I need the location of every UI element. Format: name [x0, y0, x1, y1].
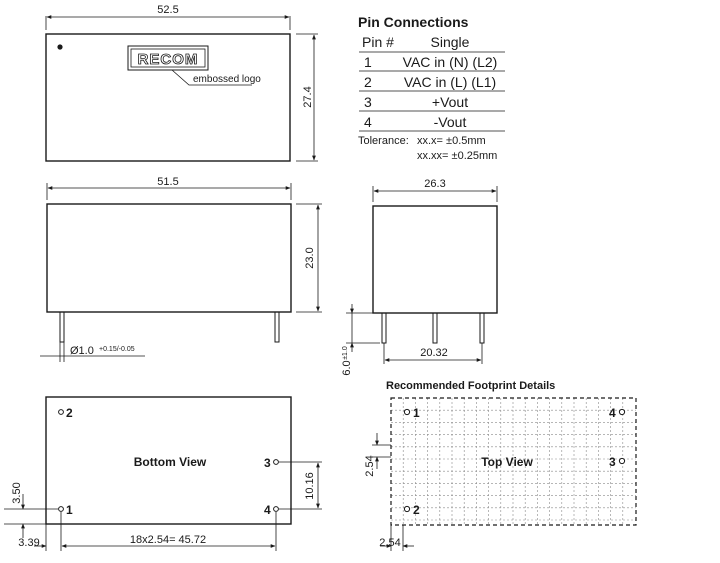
pin-table-row-3-pin: 3 [364, 94, 372, 110]
tolerance-label: Tolerance: [358, 135, 409, 147]
pin1-marker-dot [57, 44, 63, 50]
bottom-pin-span-label: 18x2.54= 45.72 [130, 534, 206, 546]
bottom-view-label: Bottom View [134, 455, 207, 469]
footprint-view-label: Top View [481, 455, 533, 469]
bottom-pin-2-label: 2 [66, 406, 73, 420]
front-case-outline [46, 203, 292, 313]
side-width-label: 26.3 [424, 178, 445, 190]
bottom-pin-1-label: 1 [66, 503, 73, 517]
footprint-pin-1-label: 1 [413, 406, 420, 420]
bottom-offset-x-label: 3.39 [18, 537, 39, 549]
pin-length-tolerance: ±1.0 [342, 346, 349, 360]
bottom-pin-4-label: 4 [264, 503, 271, 517]
bottom-pin-1-hole [58, 506, 64, 512]
bottom-pin-spacing-label: 10.16 [304, 472, 316, 500]
tolerance-line-2: xx.xx= ±0.25mm [417, 150, 497, 162]
pin-table-row-2-function: VAC in (L) (L1) [404, 74, 496, 90]
bottom-view [4, 396, 322, 551]
side-pin-pitch-label: 20.32 [420, 347, 448, 359]
pin-length-label: 6.0 [341, 360, 353, 375]
footprint-pin-3-pad [618, 457, 626, 465]
footprint-pin-2-pad [403, 505, 411, 513]
top-width-label: 52.5 [157, 4, 178, 16]
bottom-case-outline [45, 396, 292, 525]
footprint-pin-4-pad [618, 408, 626, 416]
pin-table-title: Pin Connections [358, 14, 469, 30]
footprint-pin-4-label: 4 [609, 406, 616, 420]
front-width-label: 51.5 [157, 176, 178, 188]
bottom-offset-y-label: 3.50 [11, 482, 23, 503]
pin-table-row-4-function: -Vout [434, 114, 467, 130]
side-pin-middle [432, 312, 438, 344]
side-case-outline [372, 205, 498, 314]
pin-diameter-label: Ø1.0 [70, 345, 94, 357]
tolerance-line-1: xx.x= ±0.5mm [417, 135, 486, 147]
pin-table-header-single: Single [431, 34, 470, 50]
recom-logo: RECOM [138, 51, 199, 68]
logo-callout-leader [171, 69, 252, 86]
pin-table-row-4-pin: 4 [364, 114, 372, 130]
pin-table [359, 51, 505, 132]
footprint-pin-2-label: 2 [413, 503, 420, 517]
footprint-outline [390, 397, 637, 526]
logo-callout-label: embossed logo [193, 74, 261, 85]
pin-diameter-tolerance: +0.15/-0.05 [99, 346, 135, 353]
front-view [40, 183, 322, 362]
side-view [346, 186, 498, 364]
pin-table-row-1-pin: 1 [364, 54, 372, 70]
footprint-pitch-h-label: 2.54 [379, 537, 400, 549]
bottom-pin-3-label: 3 [264, 456, 271, 470]
top-height-label: 27.4 [302, 86, 314, 107]
top-case-outline [45, 33, 291, 162]
pin-table-row-2-pin: 2 [364, 74, 372, 90]
pin-table-row-1-function: VAC in (N) (L2) [403, 54, 498, 70]
footprint-view [372, 397, 637, 551]
footprint-pin-1-pad [403, 408, 411, 416]
footprint-title: Recommended Footprint Details [386, 380, 555, 392]
footprint-grid [391, 398, 636, 525]
top-view [45, 15, 318, 162]
front-pin-right [274, 311, 280, 343]
logo-frame [127, 45, 209, 71]
bottom-pin-2-hole [58, 409, 64, 415]
side-pin-left [381, 312, 387, 344]
footprint-pitch-v-label: 2.54 [364, 455, 376, 476]
pin-table-header-pin: Pin # [362, 34, 394, 50]
bottom-pin-3-hole [273, 459, 279, 465]
footprint-pin-3-label: 3 [609, 455, 616, 469]
bottom-pin-4-hole [273, 506, 279, 512]
front-height-label: 23.0 [304, 247, 316, 268]
front-pin-left [59, 311, 65, 343]
pin-table-row-3-function: +Vout [432, 94, 468, 110]
side-pin-right [479, 312, 485, 344]
